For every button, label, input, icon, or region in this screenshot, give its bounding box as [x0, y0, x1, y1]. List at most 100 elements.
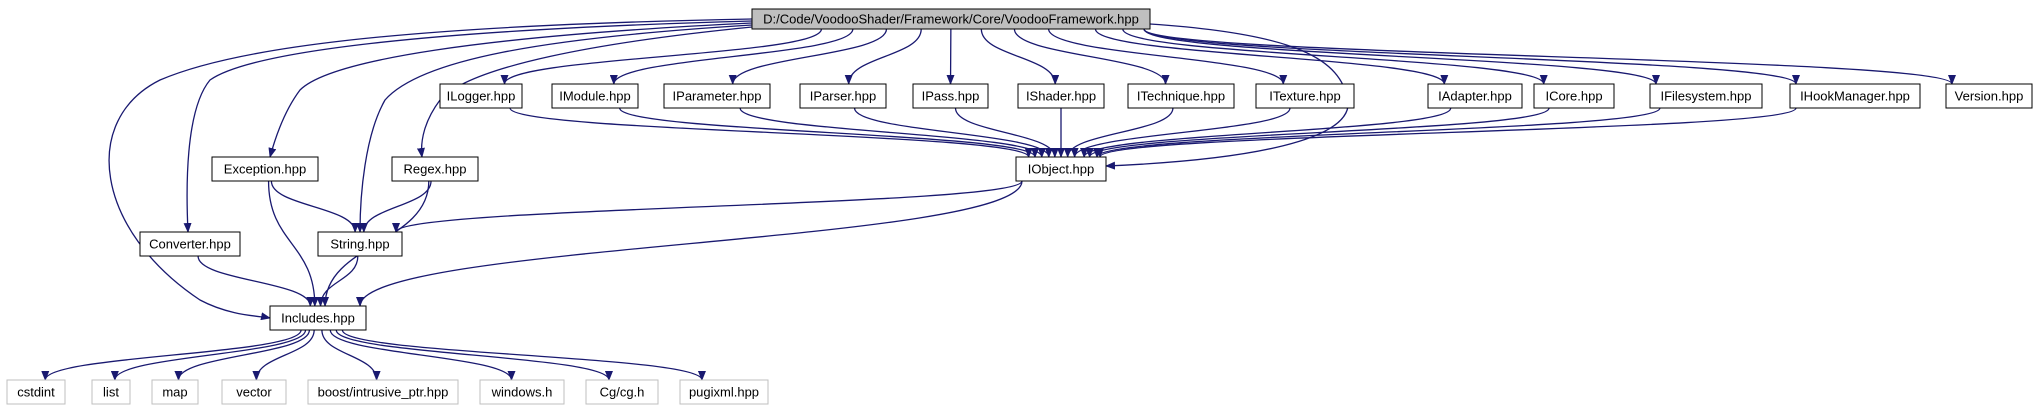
edge-root-to-iparameter: [728, 28, 888, 85]
node-exception-label: Exception.hpp: [224, 161, 306, 176]
node-imodule[interactable]: IModule.hpp: [551, 83, 639, 109]
node-list-label: list: [103, 384, 119, 399]
node-ishader-label: IShader.hpp: [1026, 88, 1096, 103]
node-ifilesystem-label: IFilesystem.hpp: [1660, 88, 1751, 103]
node-iparameter[interactable]: IParameter.hpp: [663, 83, 771, 109]
node-intrusive-box: [307, 379, 459, 405]
node-icore-label: ICore.hpp: [1545, 88, 1602, 103]
node-iadapter[interactable]: IAdapter.hpp: [1427, 83, 1523, 109]
node-vector-label: vector: [236, 384, 272, 399]
edge-includes-to-cstdint: [41, 329, 302, 381]
node-imodule-label: IModule.hpp: [559, 88, 631, 103]
node-version[interactable]: Version.hpp: [1945, 83, 2033, 109]
node-pugixml-label: pugixml.hpp: [689, 384, 759, 399]
edge-ipass-to-iobject: [954, 107, 1059, 158]
edge-includes-to-list: [110, 329, 307, 381]
node-ifilesystem[interactable]: IFilesystem.hpp: [1649, 83, 1763, 109]
node-icore-box: [1533, 83, 1615, 109]
edge-iparser-to-iobject: [853, 107, 1053, 158]
edge-root-to-exception: [268, 22, 753, 158]
node-iparser-box: [799, 83, 887, 109]
edge-root-to-icore: [1122, 28, 1548, 85]
node-list[interactable]: list: [91, 379, 131, 405]
node-root[interactable]: D:/Code/VoodooShader/Framework/Core/Vood…: [751, 8, 1151, 30]
node-regex-box: [391, 156, 479, 182]
edge-iobject-to-includes: [356, 180, 1023, 307]
node-cg[interactable]: Cg/cg.h: [585, 379, 659, 405]
edge-root-to-iparser: [844, 28, 922, 85]
node-pugixml-box: [679, 379, 769, 405]
edge-root-to-converter: [183, 20, 753, 233]
node-version-label: Version.hpp: [1955, 88, 2024, 103]
node-ihookmanager-box: [1789, 83, 1921, 109]
node-root-box: [751, 8, 1151, 30]
edge-root-to-ilogger: [500, 28, 823, 85]
edge-exception-to-includes: [267, 180, 319, 307]
node-includes[interactable]: Includes.hpp: [269, 305, 367, 331]
edge-root-to-string: [356, 24, 753, 233]
node-itechnique-box: [1127, 83, 1235, 109]
node-ilogger-label: ILogger.hpp: [447, 88, 516, 103]
edge-exception-to-string: [270, 180, 360, 233]
node-exception-box: [211, 156, 319, 182]
edge-ifilesystem-to-iobject: [1093, 107, 1661, 158]
node-windows-label: windows.h: [491, 384, 553, 399]
edge-converter-to-includes: [197, 255, 315, 307]
node-iadapter-box: [1427, 83, 1523, 109]
edge-root-to-ishader: [980, 28, 1060, 85]
node-map-label: map: [162, 384, 187, 399]
node-iparser-label: IParser.hpp: [810, 88, 877, 103]
node-ihookmanager-label: IHookManager.hpp: [1800, 88, 1910, 103]
node-iobject[interactable]: IObject.hpp: [1015, 156, 1107, 182]
node-string-box: [317, 231, 403, 257]
node-iparameter-label: IParameter.hpp: [673, 88, 762, 103]
node-ipass[interactable]: IPass.hpp: [912, 83, 989, 109]
edge-root-to-imodule: [609, 28, 854, 85]
node-root-label: D:/Code/VoodooShader/Framework/Core/Vood…: [763, 11, 1139, 26]
node-converter[interactable]: Converter.hpp: [139, 231, 241, 257]
node-vector-box: [221, 379, 287, 405]
node-regex-label: Regex.hpp: [404, 161, 467, 176]
edge-ilogger-to-iobject: [509, 107, 1033, 158]
edge-root-to-ihookmanager: [1143, 28, 1800, 85]
node-ilogger[interactable]: ILogger.hpp: [439, 83, 523, 109]
node-string[interactable]: String.hpp: [317, 231, 403, 257]
node-icore[interactable]: ICore.hpp: [1533, 83, 1615, 109]
edge-imodule-to-iobject: [618, 107, 1039, 158]
node-intrusive[interactable]: boost/intrusive_ptr.hpp: [307, 379, 459, 405]
edge-root-to-includes: [108, 18, 753, 321]
edge-includes-to-map: [174, 329, 311, 381]
node-cstdint-label: cstdint: [17, 384, 55, 399]
node-windows[interactable]: windows.h: [479, 379, 565, 405]
node-intrusive-label: boost/intrusive_ptr.hpp: [318, 384, 449, 399]
node-itechnique-label: ITechnique.hpp: [1137, 88, 1225, 103]
node-iparser[interactable]: IParser.hpp: [799, 83, 887, 109]
edge-root-to-iadapter: [1094, 28, 1449, 85]
edge-root-to-version: [1143, 28, 1956, 85]
node-map[interactable]: map: [151, 379, 199, 405]
edge-root-to-regex: [416, 26, 753, 158]
node-vector[interactable]: vector: [221, 379, 287, 405]
node-cg-box: [585, 379, 659, 405]
edge-ihookmanager-to-iobject: [1096, 107, 1797, 158]
node-ishader[interactable]: IShader.hpp: [1017, 83, 1105, 109]
nodes-layer: D:/Code/VoodooShader/Framework/Core/Vood…: [6, 8, 2033, 405]
node-list-box: [91, 379, 131, 405]
edge-root-to-itechnique: [1013, 28, 1170, 85]
node-pugixml[interactable]: pugixml.hpp: [679, 379, 769, 405]
node-ihookmanager[interactable]: IHookManager.hpp: [1789, 83, 1921, 109]
node-exception[interactable]: Exception.hpp: [211, 156, 319, 182]
node-cstdint[interactable]: cstdint: [6, 379, 66, 405]
node-iadapter-label: IAdapter.hpp: [1438, 88, 1512, 103]
node-map-box: [151, 379, 199, 405]
edge-includes-to-windows: [329, 329, 516, 381]
edge-includes-to-vector: [252, 329, 315, 381]
edges-layer: [41, 18, 1956, 381]
node-itechnique[interactable]: ITechnique.hpp: [1127, 83, 1235, 109]
node-iparameter-box: [663, 83, 771, 109]
node-itexture-label: ITexture.hpp: [1269, 88, 1341, 103]
node-converter-box: [139, 231, 241, 257]
node-regex[interactable]: Regex.hpp: [391, 156, 479, 182]
node-itexture[interactable]: ITexture.hpp: [1255, 83, 1355, 109]
node-windows-box: [479, 379, 565, 405]
